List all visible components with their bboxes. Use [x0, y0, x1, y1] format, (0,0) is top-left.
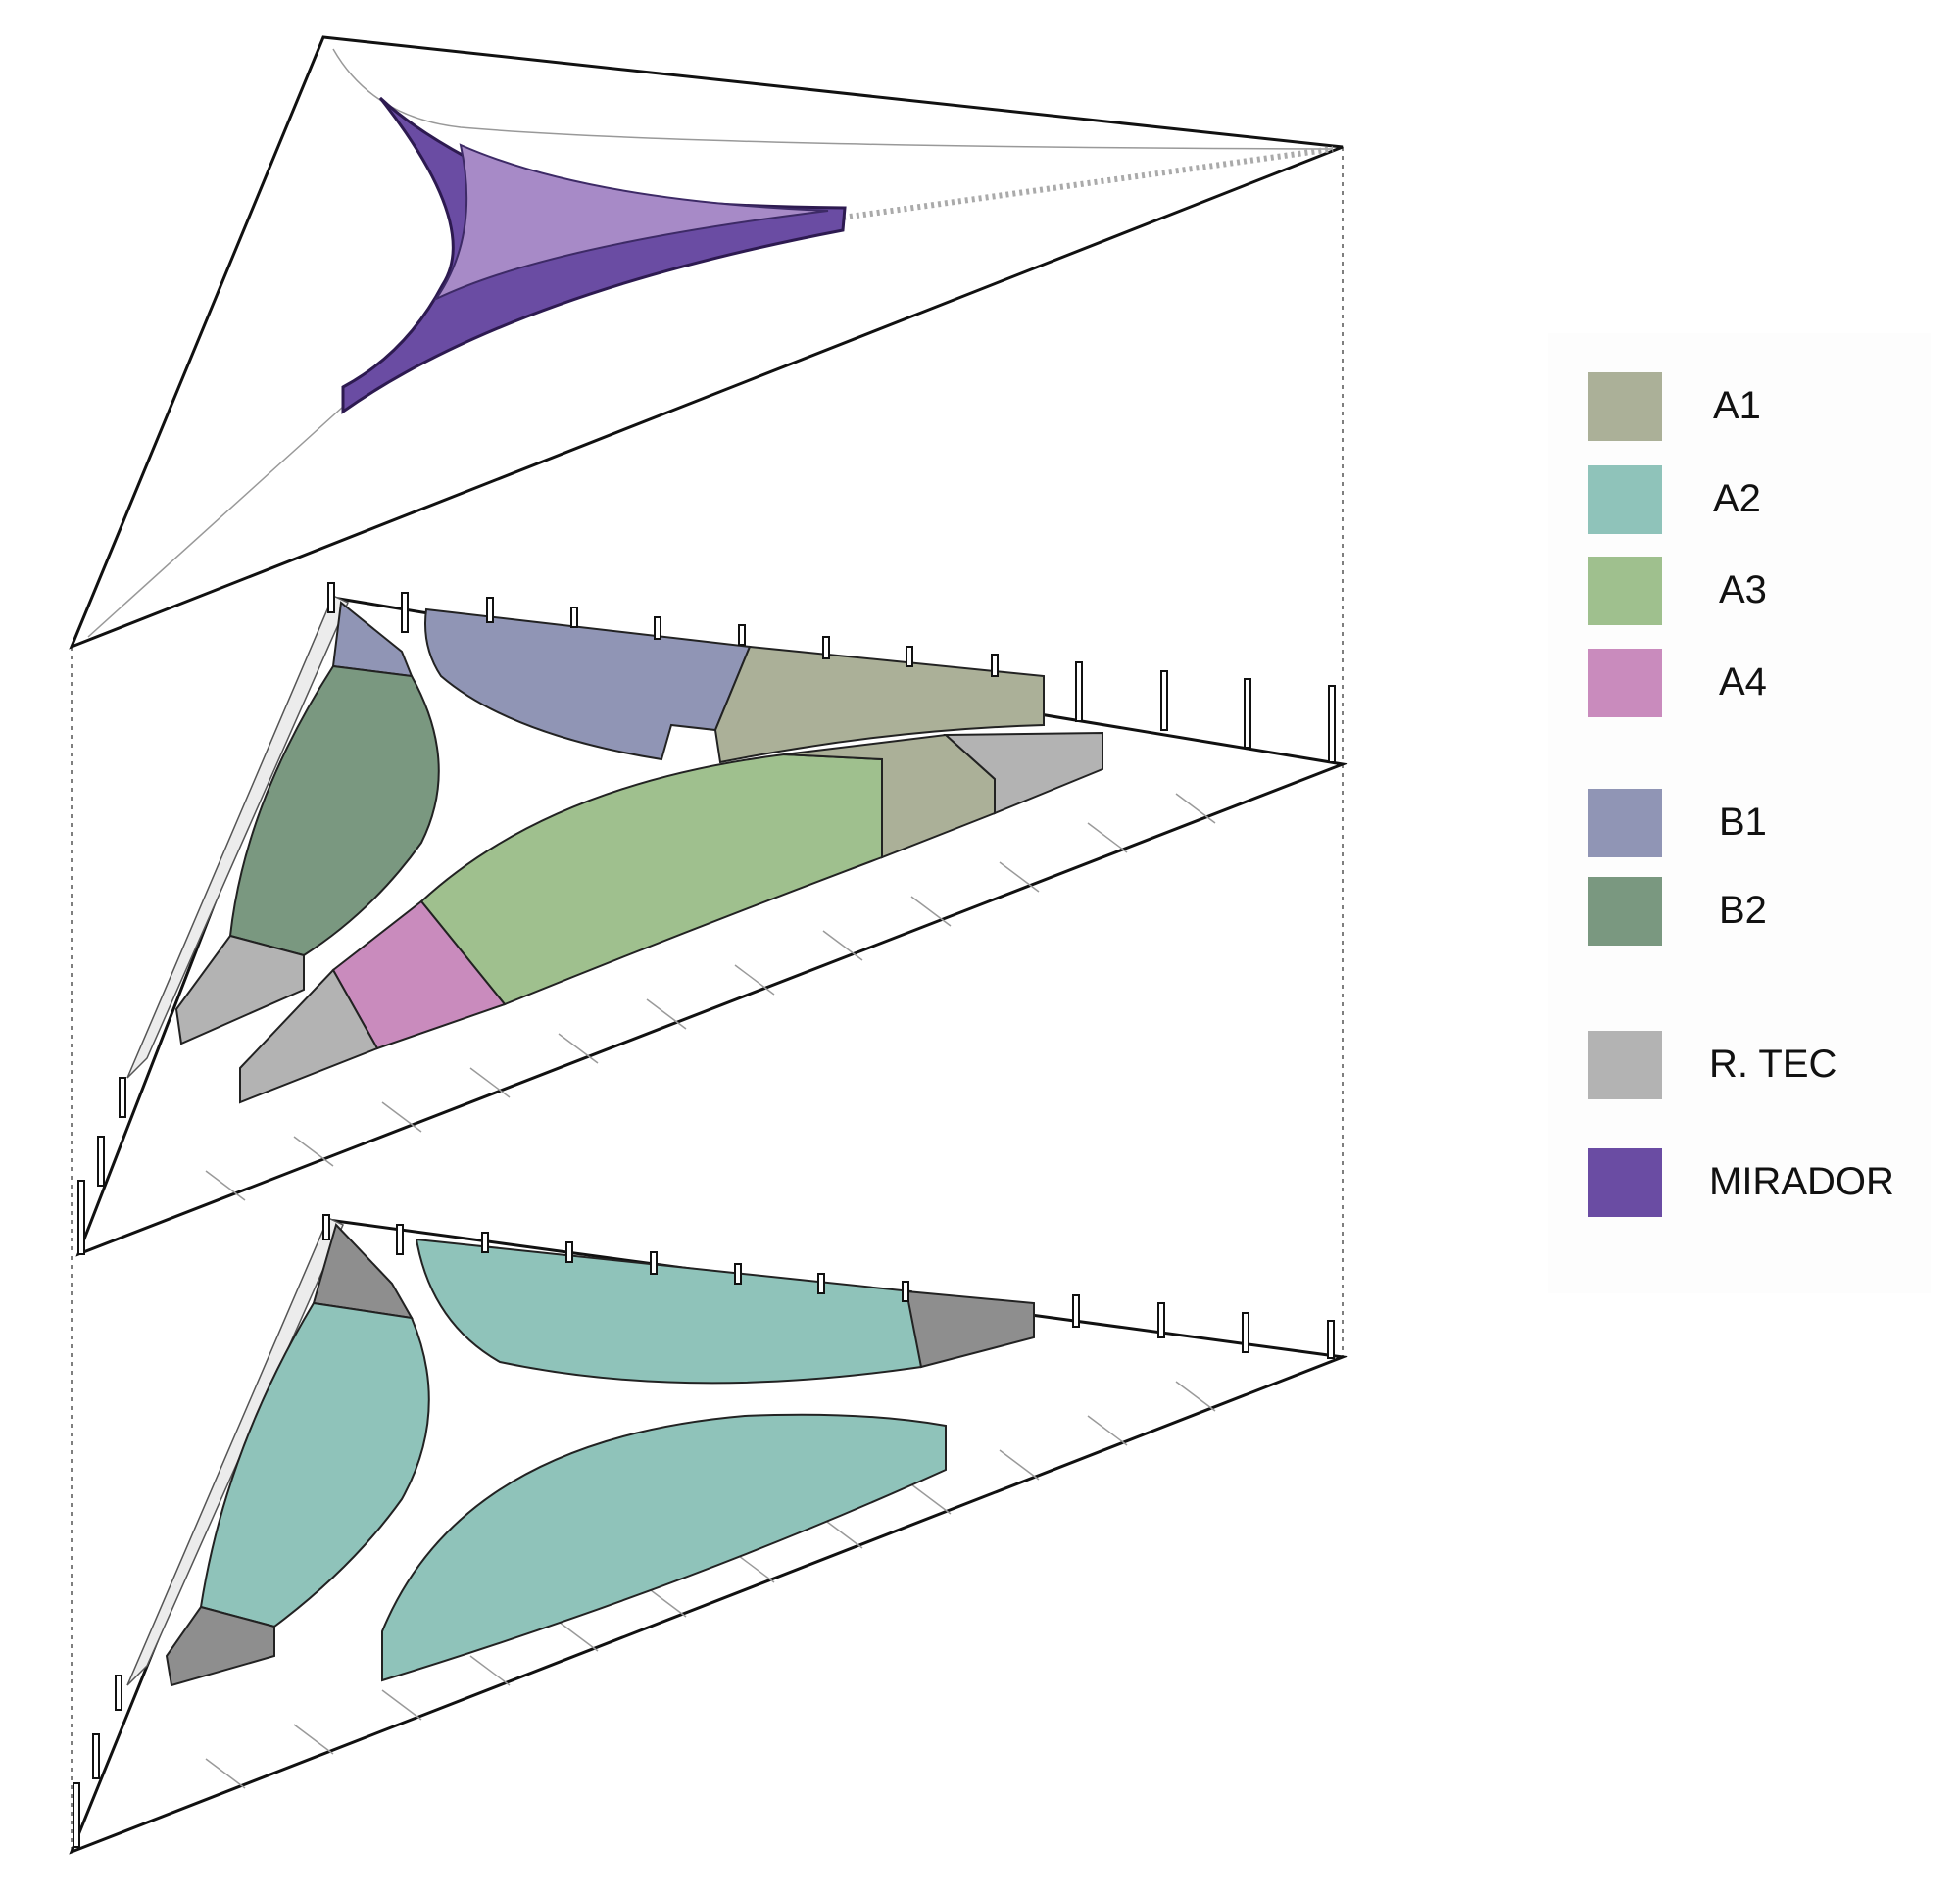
legend-swatch-mirador — [1588, 1148, 1662, 1217]
posts-bottom — [73, 1214, 1335, 1848]
zone-rtec-top-right — [905, 1289, 1035, 1369]
legend-label-rtec: R. TEC — [1709, 1043, 1838, 1086]
zone-rtec-right — [943, 731, 1103, 815]
zone-rtec-bottom-left — [165, 1605, 275, 1687]
zone-rtec-left — [174, 934, 305, 1045]
zone-b2-volume — [228, 664, 440, 957]
legend-swatch-b2 — [1588, 877, 1662, 946]
level-upper-floor — [75, 582, 1348, 1257]
legend-swatch-a2 — [1588, 465, 1662, 534]
legend-label-mirador: MIRADOR — [1709, 1160, 1894, 1203]
legend-label-a2: A2 — [1713, 477, 1761, 520]
legend: A1 A2 A3 A4 B1 B2 R. TEC MIRADOR — [1548, 333, 1931, 1293]
legend-swatch-b1 — [1588, 789, 1662, 857]
mirador-inner-surface — [433, 143, 829, 302]
zone-a2-bottom-volume — [381, 1413, 947, 1682]
alignment-lines — [71, 147, 1344, 1852]
legend-swatch-a3 — [1588, 557, 1662, 625]
zone-rtec-bottom — [239, 968, 379, 1104]
level-roof-mirador — [69, 35, 1344, 650]
legend-swatch-a1 — [1588, 372, 1662, 441]
legend-label-a4: A4 — [1719, 660, 1767, 704]
zone-a2-left-volume — [199, 1301, 430, 1628]
zone-a2-top-volume — [415, 1238, 923, 1385]
roof-triangle-outline — [69, 35, 1344, 650]
zone-a1-upper-volume — [713, 645, 1045, 764]
legend-label-b1: B1 — [1719, 801, 1767, 844]
legend-swatch-rtec — [1588, 1031, 1662, 1099]
legend-label-a1: A1 — [1713, 384, 1761, 427]
legend-label-b2: B2 — [1719, 889, 1767, 932]
level-ground-floor — [69, 1214, 1348, 1855]
legend-swatch-a4 — [1588, 649, 1662, 717]
posts-middle — [77, 582, 1336, 1255]
zone-b1-volume — [424, 607, 752, 761]
legend-label-a3: A3 — [1719, 568, 1767, 611]
